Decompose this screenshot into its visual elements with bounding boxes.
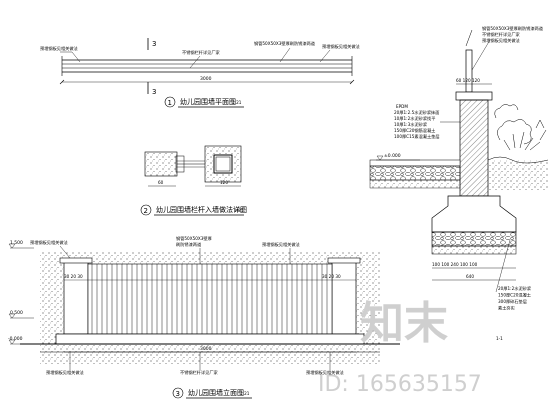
plan-leader-center: 钢管50X50X3壁厚刷防锈漆两道	[254, 40, 316, 47]
elev-leader-tl: 预埋钢板见相关做法	[30, 239, 68, 246]
elevation-view: 1.500 0.500 -0.000 30 20 30 30 20 30 300…	[8, 235, 400, 399]
section-mark-bottom: 3	[152, 88, 156, 96]
level-top: 1.500	[10, 240, 23, 246]
fence-pickets	[91, 264, 328, 334]
post-dims-right: 30 20 30	[322, 274, 341, 279]
detail-number: 2	[144, 207, 148, 215]
section-note: 150厚C20混凝土	[498, 292, 531, 299]
section-note: 10厚1:3水泥砂浆	[394, 121, 428, 128]
plan-title: 幼儿园围墙平面图	[180, 97, 236, 106]
plan-dim-total: 3000	[200, 76, 212, 82]
elevation-number: 3	[176, 390, 180, 398]
section-note: 300厚碎石垫层	[498, 298, 527, 305]
elevation-scale: 1:21	[240, 391, 250, 396]
plan-leader-right: 预埋钢板见相关做法	[322, 43, 360, 50]
elev-leader-bl: 预埋钢板见相关做法	[46, 369, 84, 376]
elev-leader-br: 预埋钢板见相关做法	[306, 369, 344, 376]
detail-number-circle	[140, 204, 152, 216]
svg-text:120: 120	[220, 180, 228, 185]
watermark: 知末 ID: 165635157	[318, 298, 482, 397]
section-side-label: 1-1	[496, 336, 503, 341]
section-dim-bottom-total: 640	[466, 274, 474, 279]
plan-number: 1	[168, 99, 172, 107]
post-dims-left: 30 20 30	[64, 274, 83, 279]
svg-text:60: 60	[158, 180, 164, 185]
detail-title: 幼儿园围墙栏杆入墙做法详图	[156, 205, 247, 214]
section-note: 150厚C20钢筋混凝土	[394, 127, 435, 134]
plan-view: 3 3 预埋钢板见相关做法 不锈钢栏杆详见厂家 预埋钢板见相关做法 钢管50X5…	[40, 38, 360, 108]
section-dim-bottom: 100 100 240 100 100	[432, 262, 478, 267]
section-note: 钢管50X50X3壁厚刷防锈漆两道	[482, 25, 544, 32]
section-note: 素土夯实	[498, 305, 515, 312]
level-mid: 0.500	[10, 310, 23, 316]
section-note: 预埋钢板见相关做法	[482, 37, 520, 44]
watermark-brand: 知末	[360, 298, 448, 349]
section-level: ±0.000	[384, 153, 401, 159]
watermark-id: ID: 165635157	[318, 372, 482, 397]
section-note: 20厚1:2.5水泥砂浆抹面	[394, 109, 439, 116]
section-note: 100厚C15素混凝土垫层	[394, 133, 440, 140]
section-left-label: EPDM	[396, 104, 408, 109]
section-note: 10厚1:2水泥砂浆找平	[394, 115, 435, 122]
plan-leader-mid: 不锈钢栏杆详见厂家	[182, 49, 221, 56]
elev-leader-tm2: 刷防锈漆两道	[176, 241, 202, 248]
level-markers: 1.500 0.500 -0.000	[8, 240, 34, 345]
elev-leader-bm: 不锈钢栏杆详见厂家	[180, 369, 219, 376]
plan-leader-left: 预埋钢板见相关做法	[40, 45, 78, 52]
section-dim-top: 60 120 120	[456, 78, 480, 83]
plan-number-circle	[164, 96, 176, 108]
section-mark-top: 3	[152, 40, 156, 48]
detail-scale: 1:21	[234, 208, 244, 213]
elevation-title: 幼儿园围墙立面图	[188, 388, 244, 397]
plan-scale: 1:21	[232, 100, 242, 105]
elev-leader-tr: 预埋钢板见相关做法	[262, 241, 300, 248]
shrub-drawing	[494, 104, 547, 151]
section-note: 不锈钢栏杆详见厂家	[482, 31, 521, 38]
elev-leader-tm1: 钢管50X50X3壁厚	[176, 235, 212, 242]
section-view: ±0.000 EPDM 60 120 120 100 100 240 100 1…	[369, 25, 549, 341]
section-notes-left: 20厚1:2.5水泥砂浆抹面10厚1:2水泥砂浆找平10厚1:3水泥砂浆150厚…	[394, 109, 440, 140]
level-bottom: -0.000	[8, 336, 23, 342]
elevation-dim-total: 3000	[200, 346, 212, 352]
elevation-number-circle	[172, 387, 184, 399]
detail-view: 60 120 2 幼儿园围墙栏杆入墙做法详图 1:21	[140, 145, 247, 216]
section-note: 20厚1:2水泥砂浆	[498, 285, 532, 292]
